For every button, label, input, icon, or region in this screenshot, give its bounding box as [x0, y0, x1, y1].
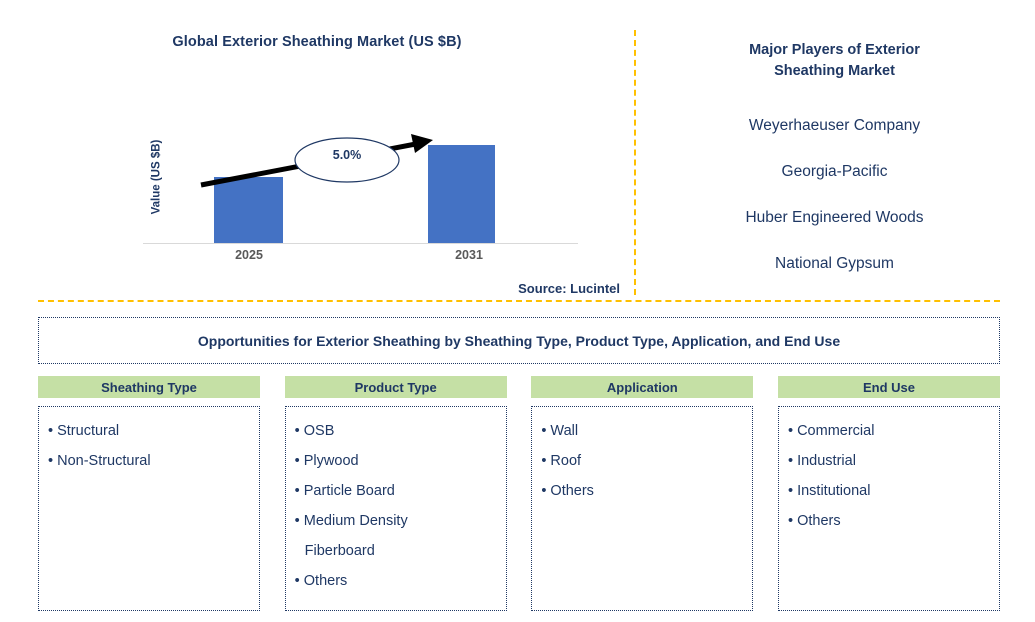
list-item: • Particle Board [294, 483, 395, 499]
column-body-end-use: • Commercial • Industrial • Institutiona… [777, 406, 1000, 611]
x-axis-line [143, 243, 578, 244]
column-product-type: Product Type • OSB • Plywood • Particle … [284, 376, 507, 611]
list-item: • Non-Structural [48, 453, 151, 469]
column-body-sheathing-type: • Structural • Non-Structural [38, 406, 260, 611]
list-item: • Commercial [787, 423, 875, 439]
cagr-arrow-icon [200, 134, 433, 188]
list-item: • Medium Density Fiberboard [294, 513, 408, 559]
player-item: Weyerhaeuser Company [748, 117, 921, 134]
column-header-application: Application [531, 376, 754, 398]
bar-2025 [214, 177, 283, 244]
x-tick-2025: 2025 [235, 248, 263, 262]
column-header-sheathing-type: Sheathing Type [38, 376, 260, 398]
major-players-title-line2: Sheathing Market [774, 63, 895, 79]
list-item: • Others [541, 483, 594, 499]
list-item: • OSB [294, 423, 335, 439]
player-item: National Gypsum [775, 255, 894, 272]
column-sheathing-type: Sheathing Type • Structural • Non-Struct… [38, 376, 260, 611]
column-end-use: End Use • Commercial • Industrial • Inst… [777, 376, 1000, 611]
list-item: • Structural [48, 423, 120, 439]
chart-title: Global Exterior Sheathing Market (US $B) [172, 34, 462, 50]
list-item: • Institutional [787, 483, 871, 499]
chart-plot-area [143, 110, 578, 244]
column-header-end-use: End Use [777, 376, 1000, 398]
top-section: Global Exterior Sheathing Market (US $B)… [0, 0, 1035, 300]
column-body-product-type: • OSB • Plywood • Particle Board • Mediu… [284, 406, 507, 611]
major-players-title: Major Players of Exterior Sheathing Mark… [634, 40, 1035, 82]
horizontal-divider [38, 300, 1000, 302]
major-players-panel: Major Players of Exterior Sheathing Mark… [634, 0, 1035, 300]
list-item: • Others [787, 513, 841, 529]
cagr-value-label: 5.0% [332, 148, 362, 162]
major-players-list: Weyerhaeuser Company Georgia-Pacific Hub… [634, 112, 1035, 296]
list-item: • Industrial [787, 453, 856, 469]
column-header-product-type: Product Type [284, 376, 507, 398]
list-item: • Wall [541, 423, 579, 439]
bar-2031 [428, 145, 495, 244]
opportunities-banner-text: Opportunities for Exterior Sheathing by … [197, 332, 841, 349]
player-item: Huber Engineered Woods [745, 209, 924, 226]
x-tick-2031: 2031 [455, 248, 483, 262]
chart-source-label: Source: Lucintel [518, 281, 620, 296]
column-application: Application • Wall • Roof • Others [531, 376, 754, 611]
market-chart-panel: Global Exterior Sheathing Market (US $B)… [0, 0, 634, 300]
major-players-title-line1: Major Players of Exterior [749, 42, 920, 58]
opportunities-banner: Opportunities for Exterior Sheathing by … [38, 317, 1000, 364]
player-item: Georgia-Pacific [781, 163, 888, 180]
list-item: • Roof [541, 453, 582, 469]
column-body-application: • Wall • Roof • Others [531, 406, 754, 611]
vertical-divider [634, 30, 636, 295]
segmentation-columns: Sheathing Type • Structural • Non-Struct… [38, 376, 1000, 611]
list-item: • Plywood [294, 453, 359, 469]
list-item: • Others [294, 573, 348, 589]
